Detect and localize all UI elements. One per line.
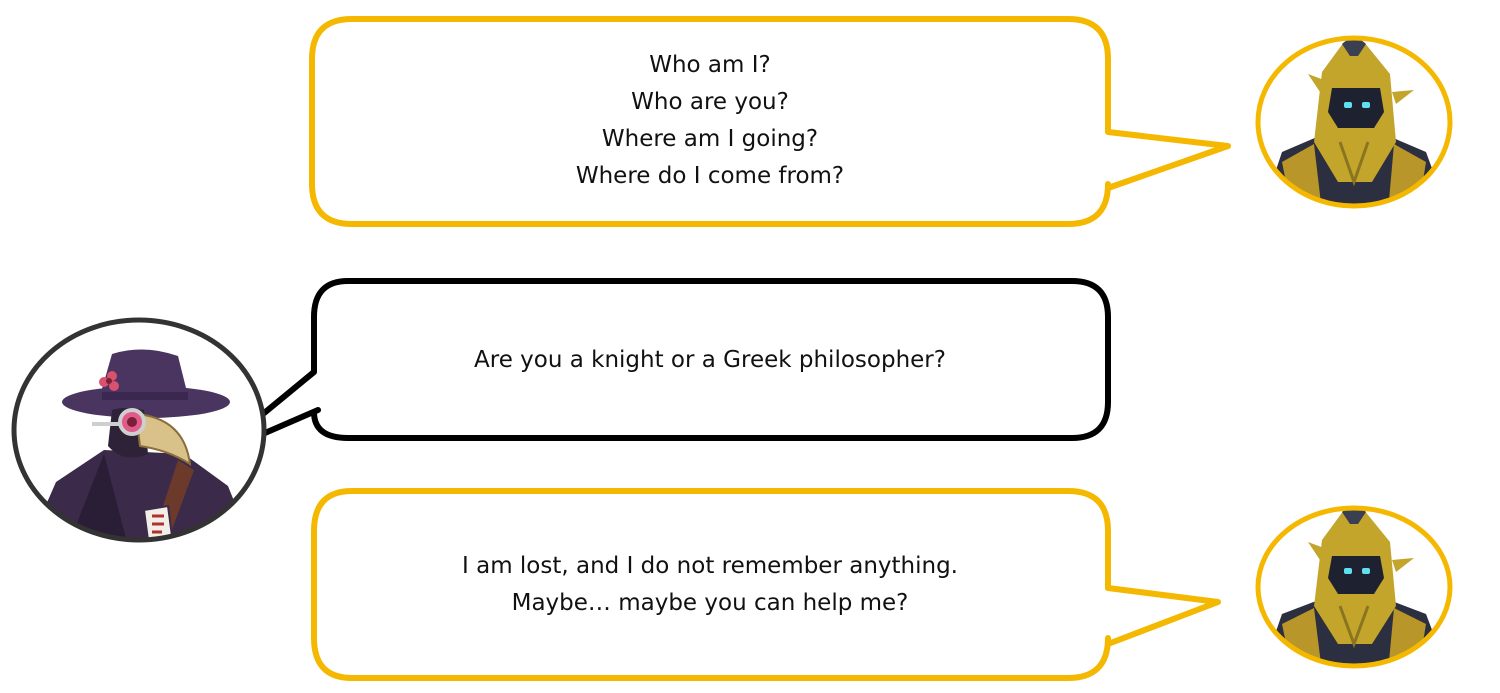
dialogue-line: Maybe… maybe you can help me? — [511, 590, 909, 616]
dialogue-line: Where am I going? — [601, 126, 819, 152]
dialogue-line: Who are you? — [631, 89, 789, 115]
speech-bubble-knight-2 — [311, 488, 1221, 681]
knight-avatar — [1255, 505, 1453, 669]
speech-bubble-knight-1 — [309, 16, 1231, 227]
speech-text-knight-1: Who am I? Who are you? Where am I going?… — [330, 36, 1090, 206]
dialogue-line: Who am I? — [649, 52, 771, 78]
dialogue-line: Are you a knight or a Greek philosopher? — [474, 346, 946, 373]
dialogue-line: I am lost, and I do not remember anythin… — [462, 553, 958, 579]
knight-avatar — [1255, 35, 1453, 209]
speech-text-knight-2: I am lost, and I do not remember anythin… — [330, 510, 1090, 660]
speech-text-plague-doctor: Are you a knight or a Greek philosopher? — [330, 300, 1090, 420]
speech-bubble-plague-doctor — [209, 278, 1111, 459]
dialogue-line: Where do I come from? — [575, 163, 845, 189]
plague-doctor-avatar — [11, 317, 267, 543]
